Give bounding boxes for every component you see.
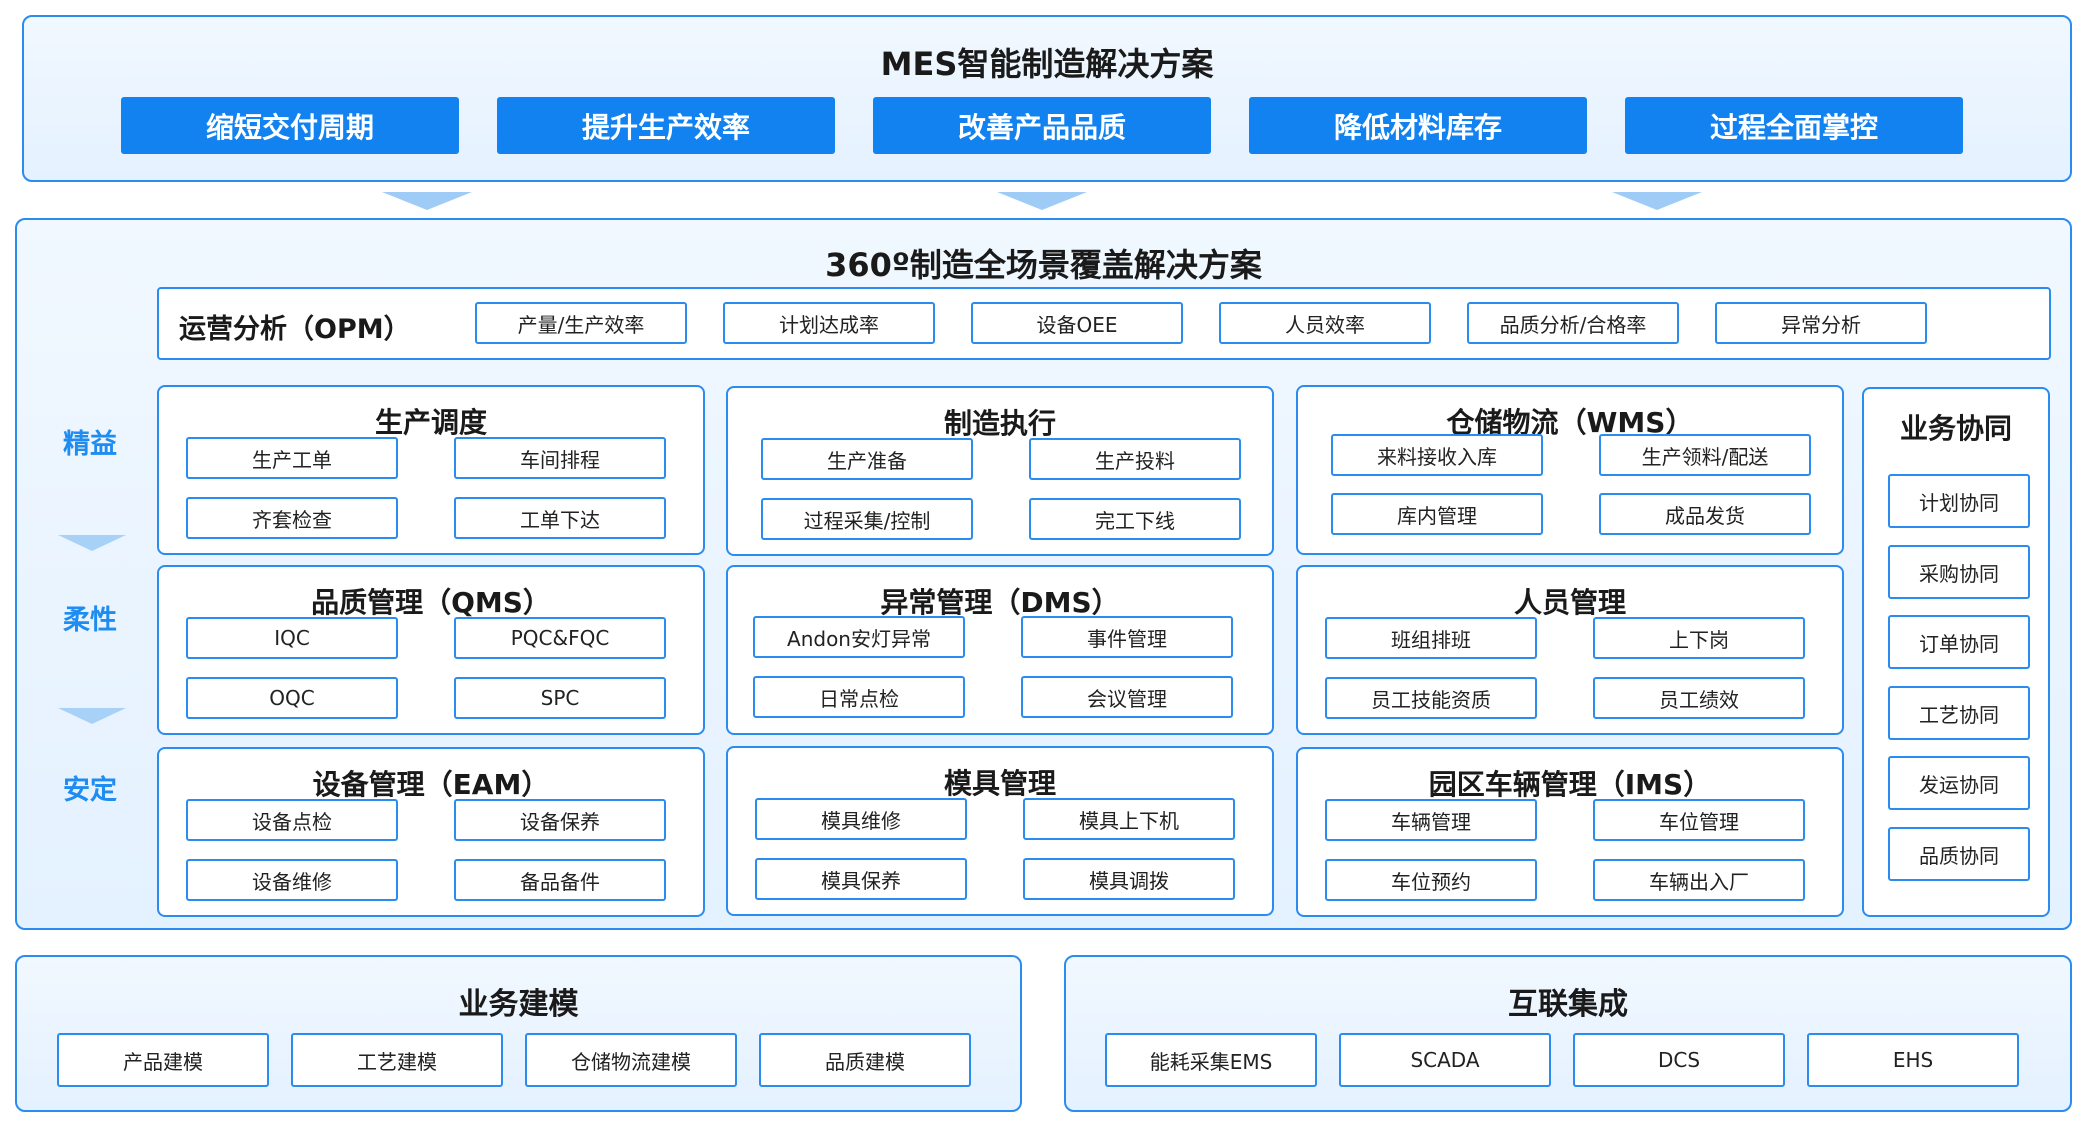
module-item: 车位管理: [1593, 799, 1805, 841]
opm-item: 设备OEE: [971, 302, 1183, 344]
opm-item: 计划达成率: [723, 302, 935, 344]
integration-item: EHS: [1807, 1033, 2019, 1087]
module-item: 库内管理: [1331, 493, 1543, 535]
module-title: 模具管理: [943, 767, 1056, 800]
module-item: 生产投料: [1029, 438, 1241, 480]
module-item: 过程采集/控制: [761, 498, 973, 540]
module-item: 车间排程: [454, 437, 666, 479]
collaboration-title: 业务协同: [1899, 412, 2012, 445]
module-item: 齐套检查: [186, 497, 398, 539]
module-item: 模具调拨: [1023, 858, 1235, 900]
module-item: 车位预约: [1325, 859, 1537, 901]
collaboration-item: 计划协同: [1888, 474, 2030, 528]
module-title: 设备管理（EAM）: [312, 768, 550, 801]
side-label-lean: 精益: [63, 429, 117, 460]
module-item: 员工技能资质: [1325, 677, 1537, 719]
module-title: 人员管理: [1513, 586, 1626, 619]
modeling-item: 工艺建模: [291, 1033, 503, 1087]
module-item: 备品备件: [454, 859, 666, 901]
opm-item: 产量/生产效率: [475, 302, 687, 344]
down-arrow-icon: [382, 192, 472, 210]
module-item: 设备点检: [186, 799, 398, 841]
module-item: Andon安灯异常: [753, 616, 965, 658]
integration-title: 互联集成: [1508, 987, 1628, 1022]
collaboration-item: 工艺协同: [1888, 686, 2030, 740]
module-item: 生产准备: [761, 438, 973, 480]
module-item: 生产领料/配送: [1599, 434, 1811, 476]
modeling-panel: 业务建模 产品建模 工艺建模 仓储物流建模 品质建模: [15, 955, 1022, 1112]
integration-item: 能耗采集EMS: [1105, 1033, 1317, 1087]
opm-title: 运营分析（OPM）: [179, 314, 411, 345]
collaboration-panel: 业务协同 计划协同 采购协同 订单协同 工艺协同 发运协同 品质协同: [1862, 387, 2050, 917]
module-title: 品质管理（QMS）: [311, 586, 551, 619]
down-arrow-icon: [58, 535, 126, 551]
module-item: 工单下达: [454, 497, 666, 539]
integration-panel: 互联集成 能耗采集EMS SCADA DCS EHS: [1064, 955, 2072, 1112]
module-title: 仓储物流（WMS）: [1446, 406, 1694, 439]
module-manufacturing-execution: 制造执行 生产准备 生产投料 过程采集/控制 完工下线: [726, 386, 1274, 556]
module-title: 制造执行: [943, 407, 1056, 440]
module-item: 员工绩效: [1593, 677, 1805, 719]
module-production-scheduling: 生产调度 生产工单 车间排程 齐套检查 工单下达: [157, 385, 705, 555]
module-title: 异常管理（DMS）: [880, 586, 1120, 619]
down-arrow-icon: [997, 192, 1087, 210]
opm-item: 品质分析/合格率: [1467, 302, 1679, 344]
module-item: 设备保养: [454, 799, 666, 841]
collaboration-item: 品质协同: [1888, 827, 2030, 881]
goal-shorten-delivery: 缩短交付周期: [121, 97, 459, 154]
opm-item: 异常分析: [1715, 302, 1927, 344]
module-item: 设备维修: [186, 859, 398, 901]
goal-reduce-inventory: 降低材料库存: [1249, 97, 1587, 154]
module-ims: 园区车辆管理（IMS） 车辆管理 车位管理 车位预约 车辆出入厂: [1296, 747, 1844, 917]
module-item: 模具保养: [755, 858, 967, 900]
module-item: IQC: [186, 617, 398, 659]
module-item: 上下岗: [1593, 617, 1805, 659]
module-title: 园区车辆管理（IMS）: [1428, 768, 1712, 801]
module-personnel: 人员管理 班组排班 上下岗 员工技能资质 员工绩效: [1296, 565, 1844, 735]
down-arrow-icon: [1612, 192, 1702, 210]
module-title: 生产调度: [374, 406, 487, 439]
module-wms: 仓储物流（WMS） 来料接收入库 生产领料/配送 库内管理 成品发货: [1296, 385, 1844, 555]
module-item: 事件管理: [1021, 616, 1233, 658]
modeling-item: 品质建模: [759, 1033, 971, 1087]
module-item: 会议管理: [1021, 676, 1233, 718]
module-qms: 品质管理（QMS） IQC PQC&FQC OQC SPC: [157, 565, 705, 735]
collaboration-item: 订单协同: [1888, 615, 2030, 669]
collaboration-item: 采购协同: [1888, 545, 2030, 599]
module-item: 模具维修: [755, 798, 967, 840]
module-item: 班组排班: [1325, 617, 1537, 659]
module-dms: 异常管理（DMS） Andon安灯异常 事件管理 日常点检 会议管理: [726, 565, 1274, 735]
side-label-flexible: 柔性: [63, 605, 117, 636]
module-item: 完工下线: [1029, 498, 1241, 540]
module-item: 车辆管理: [1325, 799, 1537, 841]
module-item: 来料接收入库: [1331, 434, 1543, 476]
module-item: 车辆出入厂: [1593, 859, 1805, 901]
header-title: MES智能制造解决方案: [880, 45, 1214, 83]
goal-improve-quality: 改善产品品质: [873, 97, 1211, 154]
down-arrow-icon: [58, 708, 126, 724]
modeling-item: 仓储物流建模: [525, 1033, 737, 1087]
module-item: PQC&FQC: [454, 617, 666, 659]
goal-process-control: 过程全面掌控: [1625, 97, 1963, 154]
module-mold: 模具管理 模具维修 模具上下机 模具保养 模具调拨: [726, 746, 1274, 916]
module-item: 生产工单: [186, 437, 398, 479]
module-item: SPC: [454, 677, 666, 719]
opm-item: 人员效率: [1219, 302, 1431, 344]
module-item: 日常点检: [753, 676, 965, 718]
goal-improve-efficiency: 提升生产效率: [497, 97, 835, 154]
modeling-title: 业务建模: [458, 987, 579, 1022]
module-item: 模具上下机: [1023, 798, 1235, 840]
module-item: 成品发货: [1599, 493, 1811, 535]
collaboration-item: 发运协同: [1888, 756, 2030, 810]
side-label-stable: 安定: [63, 775, 117, 806]
modeling-item: 产品建模: [57, 1033, 269, 1087]
module-item: OQC: [186, 677, 398, 719]
coverage-title: 360º制造全场景覆盖解决方案: [825, 246, 1262, 284]
integration-item: SCADA: [1339, 1033, 1551, 1087]
module-eam: 设备管理（EAM） 设备点检 设备保养 设备维修 备品备件: [157, 747, 705, 917]
integration-item: DCS: [1573, 1033, 1785, 1087]
